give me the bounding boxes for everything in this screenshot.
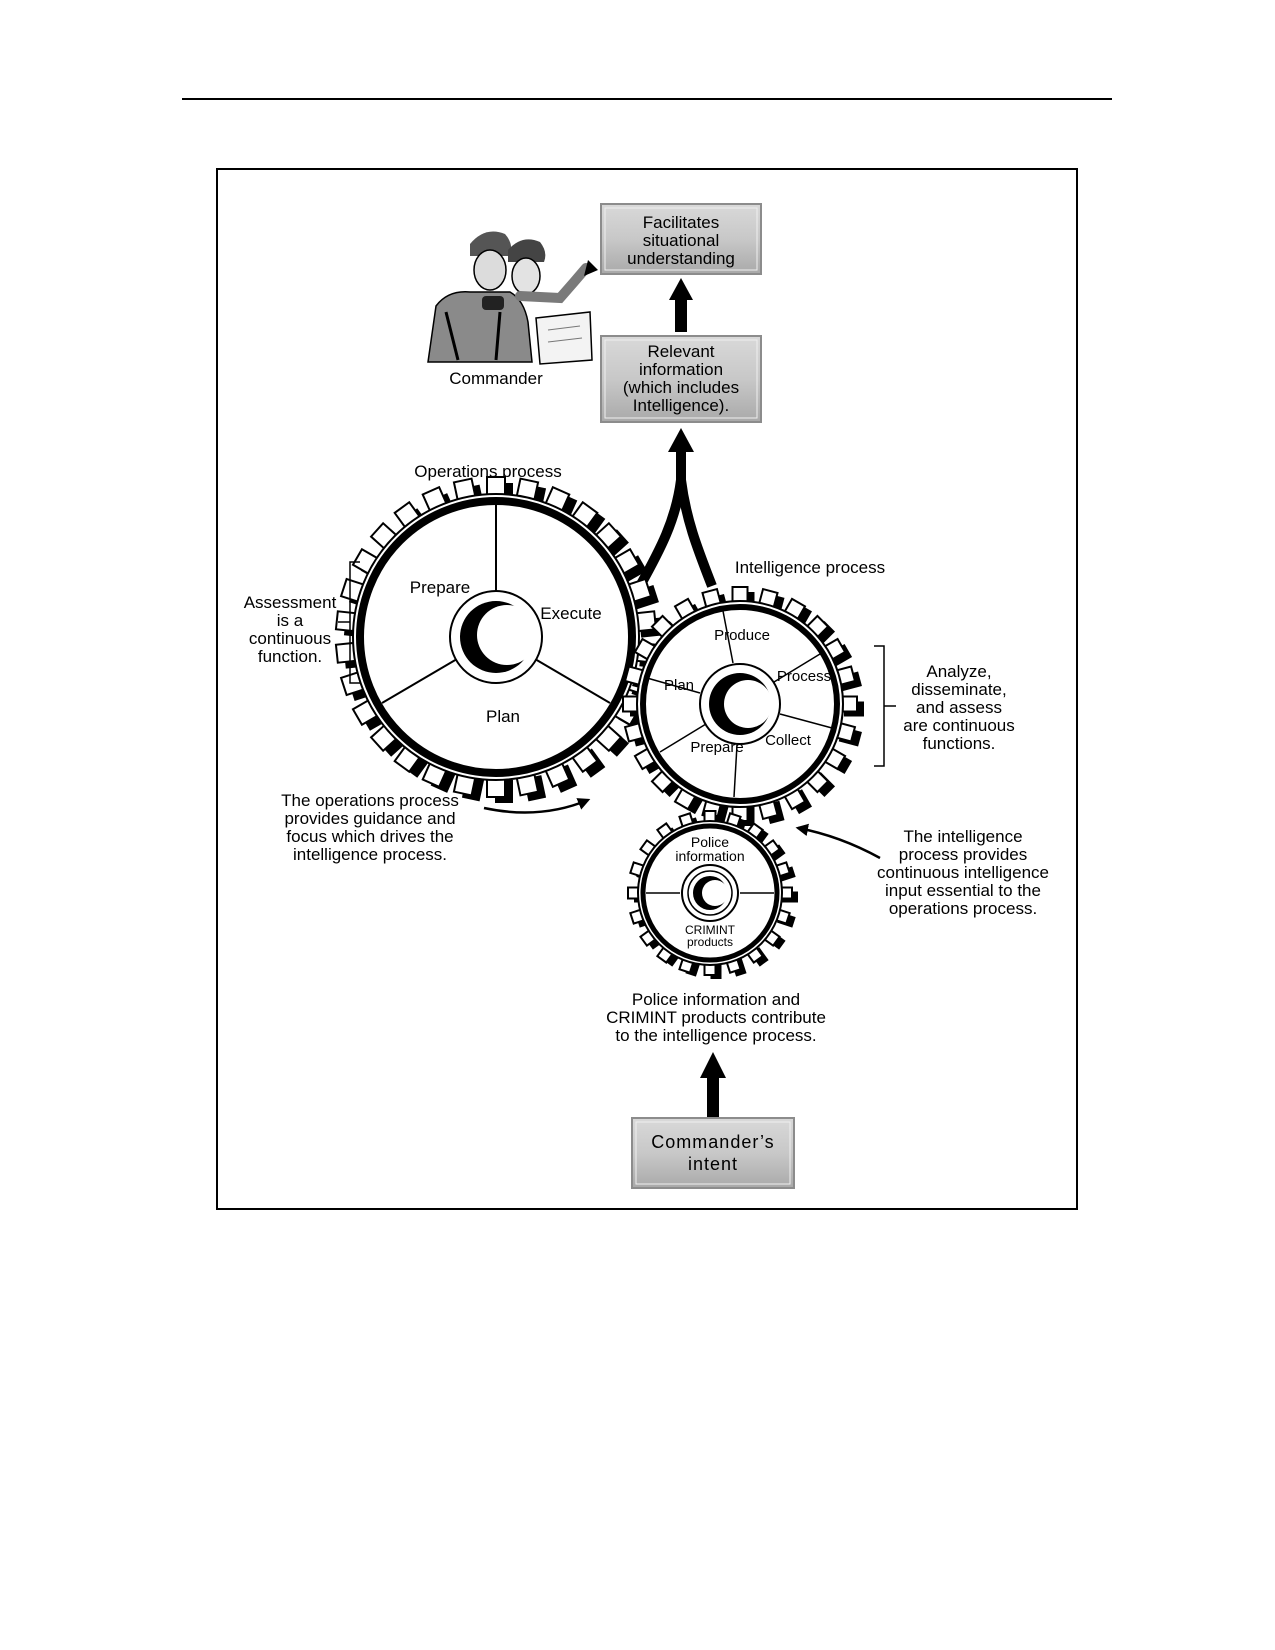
police-gear — [627, 810, 798, 979]
intelligence-input-arrow — [795, 823, 881, 860]
operations-process-title: Operations process — [414, 462, 561, 481]
svg-text:is a: is a — [277, 611, 304, 630]
svg-text:input essential to the: input essential to the — [885, 881, 1041, 900]
operations-drives-arrow — [483, 798, 591, 814]
svg-text:CRIMINT products contribute: CRIMINT products contribute — [606, 1008, 826, 1027]
police-info-line-1: Police — [691, 834, 729, 850]
svg-text:focus which drives the: focus which drives the — [286, 827, 453, 846]
crimint-line-2: products — [687, 935, 733, 949]
svg-text:are continuous: are continuous — [903, 716, 1015, 735]
svg-text:and assess: and assess — [916, 698, 1002, 717]
header-rule — [182, 98, 1112, 100]
int-segment-prepare: Prepare — [690, 739, 743, 756]
intelligence-process-title: Intelligence process — [735, 558, 885, 577]
ops-segment-prepare: Prepare — [410, 578, 470, 597]
operations-note: The operations process provides guidance… — [281, 791, 459, 864]
relevant-info-box: Relevant information (which includes Int… — [600, 335, 762, 423]
int-segment-collect: Collect — [765, 732, 812, 749]
svg-text:continuous intelligence: continuous intelligence — [877, 863, 1049, 882]
svg-text:continuous: continuous — [249, 629, 331, 648]
svg-text:functions.: functions. — [923, 734, 996, 753]
ops-divider-3 — [381, 658, 458, 704]
svg-text:function.: function. — [258, 647, 322, 666]
svg-text:disseminate,: disseminate, — [911, 680, 1006, 699]
arrow-up-to-facilitates — [669, 278, 693, 332]
ops-divider-2 — [534, 658, 611, 704]
analyze-bracket — [874, 645, 896, 767]
relevant-line-4: Intelligence). — [633, 396, 729, 415]
relevant-line-2: information — [639, 360, 723, 379]
fork-arrow-to-relevant-info — [635, 428, 717, 589]
int-segment-plan: Plan — [664, 677, 694, 694]
int-segment-process: Process — [777, 668, 831, 685]
arrow-up-from-intent — [700, 1052, 726, 1118]
intent-line-2: intent — [688, 1154, 738, 1174]
ops-segment-execute: Execute — [540, 604, 601, 623]
svg-text:The intelligence: The intelligence — [903, 827, 1022, 846]
assessment-bracket — [338, 561, 360, 684]
police-note: Police information and CRIMINT products … — [606, 990, 826, 1045]
int-segment-produce: Produce — [714, 627, 770, 644]
relevant-line-3: (which includes — [623, 378, 739, 397]
ops-segment-plan: Plan — [486, 707, 520, 726]
figure-frame — [216, 168, 1078, 1210]
relevant-line-1: Relevant — [647, 342, 714, 361]
intent-line-1: Commander’s — [651, 1132, 774, 1152]
intelligence-gear — [622, 586, 864, 826]
svg-text:process provides: process provides — [899, 845, 1028, 864]
svg-text:Police information and: Police information and — [632, 990, 800, 1009]
crimint-line-1: CRIMINT — [685, 923, 736, 937]
facilitates-box: Facilitates situational understanding — [600, 203, 762, 275]
facilitates-line-2: situational — [643, 231, 720, 250]
analyze-note: Analyze, disseminate, and assess are con… — [903, 662, 1015, 753]
svg-text:intelligence process.: intelligence process. — [293, 845, 447, 864]
facilitates-line-1: Facilitates — [643, 213, 720, 232]
svg-text:provides guidance and: provides guidance and — [284, 809, 455, 828]
commanders-intent-box: Commander’s intent — [631, 1117, 795, 1189]
svg-text:The operations process: The operations process — [281, 791, 459, 810]
assessment-note: Assessment is a continuous function. — [244, 593, 337, 666]
facilitates-line-3: understanding — [627, 249, 735, 268]
commander-label: Commander — [449, 369, 543, 388]
police-info-line-2: information — [675, 848, 744, 864]
operations-gear — [334, 476, 665, 803]
intelligence-note: The intelligence process provides contin… — [877, 827, 1049, 918]
svg-text:Analyze,: Analyze, — [926, 662, 991, 681]
svg-text:operations process.: operations process. — [889, 899, 1037, 918]
svg-text:Assessment: Assessment — [244, 593, 337, 612]
svg-text:to the intelligence process.: to the intelligence process. — [615, 1026, 816, 1045]
commander-illustration — [427, 231, 598, 365]
